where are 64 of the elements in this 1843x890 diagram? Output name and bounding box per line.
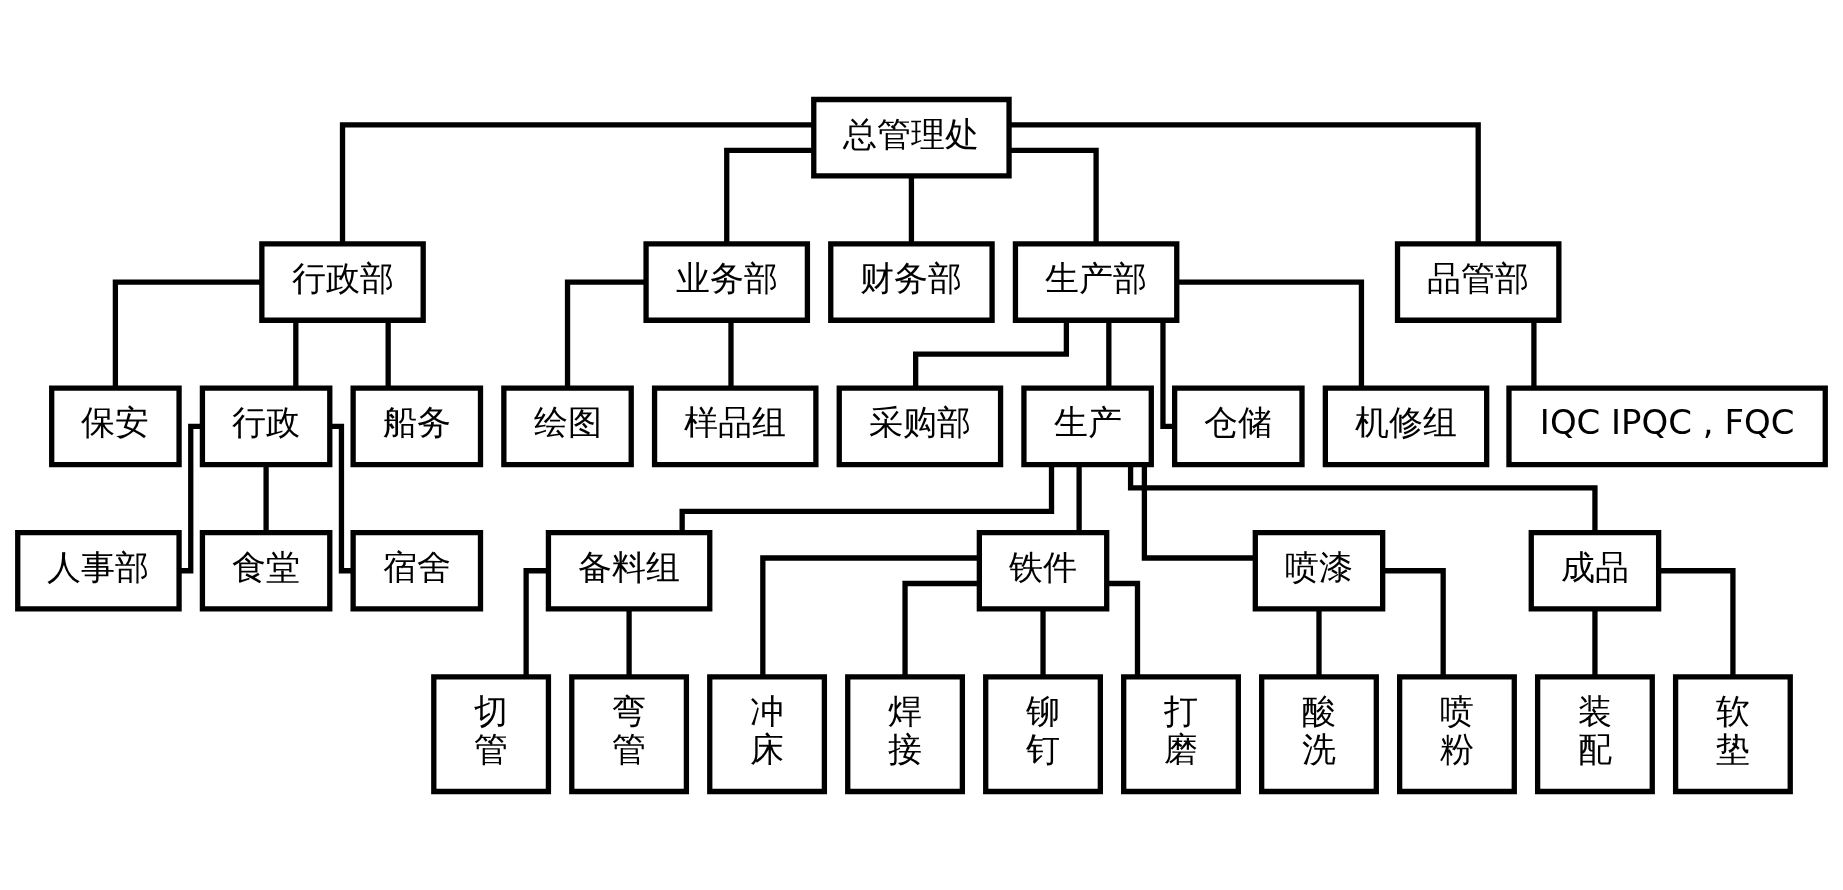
node-box: 铁件 (976, 529, 1110, 612)
connector (913, 320, 1070, 388)
connector (1106, 320, 1112, 388)
connector (1316, 609, 1322, 677)
connector (330, 423, 353, 573)
connector (564, 278, 646, 388)
connector (1009, 147, 1099, 243)
connector (1160, 320, 1175, 429)
node-box: 样品组 (651, 385, 819, 467)
node-box: 成品 (1528, 529, 1662, 612)
connector (626, 609, 632, 677)
connector (679, 464, 1055, 532)
connector (1592, 609, 1598, 677)
connector (902, 580, 979, 676)
node-box: 弯管 (569, 673, 690, 794)
connector (1659, 567, 1736, 676)
node-box: 喷粉 (1397, 673, 1517, 794)
node-box: 备料组 (545, 529, 713, 612)
connector (908, 175, 915, 243)
node-box: 切管 (431, 673, 552, 794)
connector (1383, 567, 1446, 676)
connector (112, 278, 262, 388)
connector (1009, 121, 1481, 243)
node-box: 焊接 (845, 673, 965, 794)
connector (1076, 464, 1082, 532)
node-box: 喷漆 (1252, 529, 1386, 612)
connector (1127, 464, 1598, 532)
connector (293, 320, 299, 388)
connector (1177, 278, 1365, 388)
node-box: 行政部 (259, 240, 426, 323)
node-box: IQC IPQC , FQC (1506, 385, 1828, 467)
node-box: 品管部 (1394, 240, 1562, 323)
node-box: 机修组 (1322, 385, 1490, 467)
node-box: 装配 (1534, 673, 1655, 794)
node-box: 酸洗 (1259, 673, 1379, 794)
connector (179, 423, 202, 573)
node-box: 人事部 (15, 529, 182, 612)
connector (339, 121, 814, 243)
node-box: 冲床 (707, 673, 828, 794)
node-box: 仓储 (1172, 385, 1305, 467)
node-box: 打磨 (1121, 673, 1241, 794)
node-box: 铆钉 (983, 673, 1103, 794)
connector (724, 147, 814, 243)
node-box: 业务部 (643, 240, 811, 323)
node-box: 绘图 (501, 385, 634, 467)
connector (1531, 320, 1537, 388)
connector (1040, 609, 1046, 677)
connector (385, 320, 391, 388)
node-box: 采购部 (836, 385, 1004, 467)
node-box: 食堂 (199, 529, 333, 612)
node-box: 船务 (350, 385, 484, 467)
connector (728, 320, 734, 388)
connector (523, 567, 548, 676)
node-box: 行政 (199, 385, 333, 467)
node-box: 软垫 (1672, 673, 1793, 794)
connector (760, 554, 979, 676)
node-box: 保安 (49, 385, 182, 467)
node-box: 财务部 (828, 240, 995, 323)
connector (263, 464, 269, 532)
node-box: 生产 (1021, 385, 1154, 467)
connector (1141, 464, 1255, 561)
node-box: 生产部 (1012, 240, 1180, 323)
node-box: 宿舍 (350, 529, 484, 612)
node-box: 总管理处 (811, 96, 1012, 179)
